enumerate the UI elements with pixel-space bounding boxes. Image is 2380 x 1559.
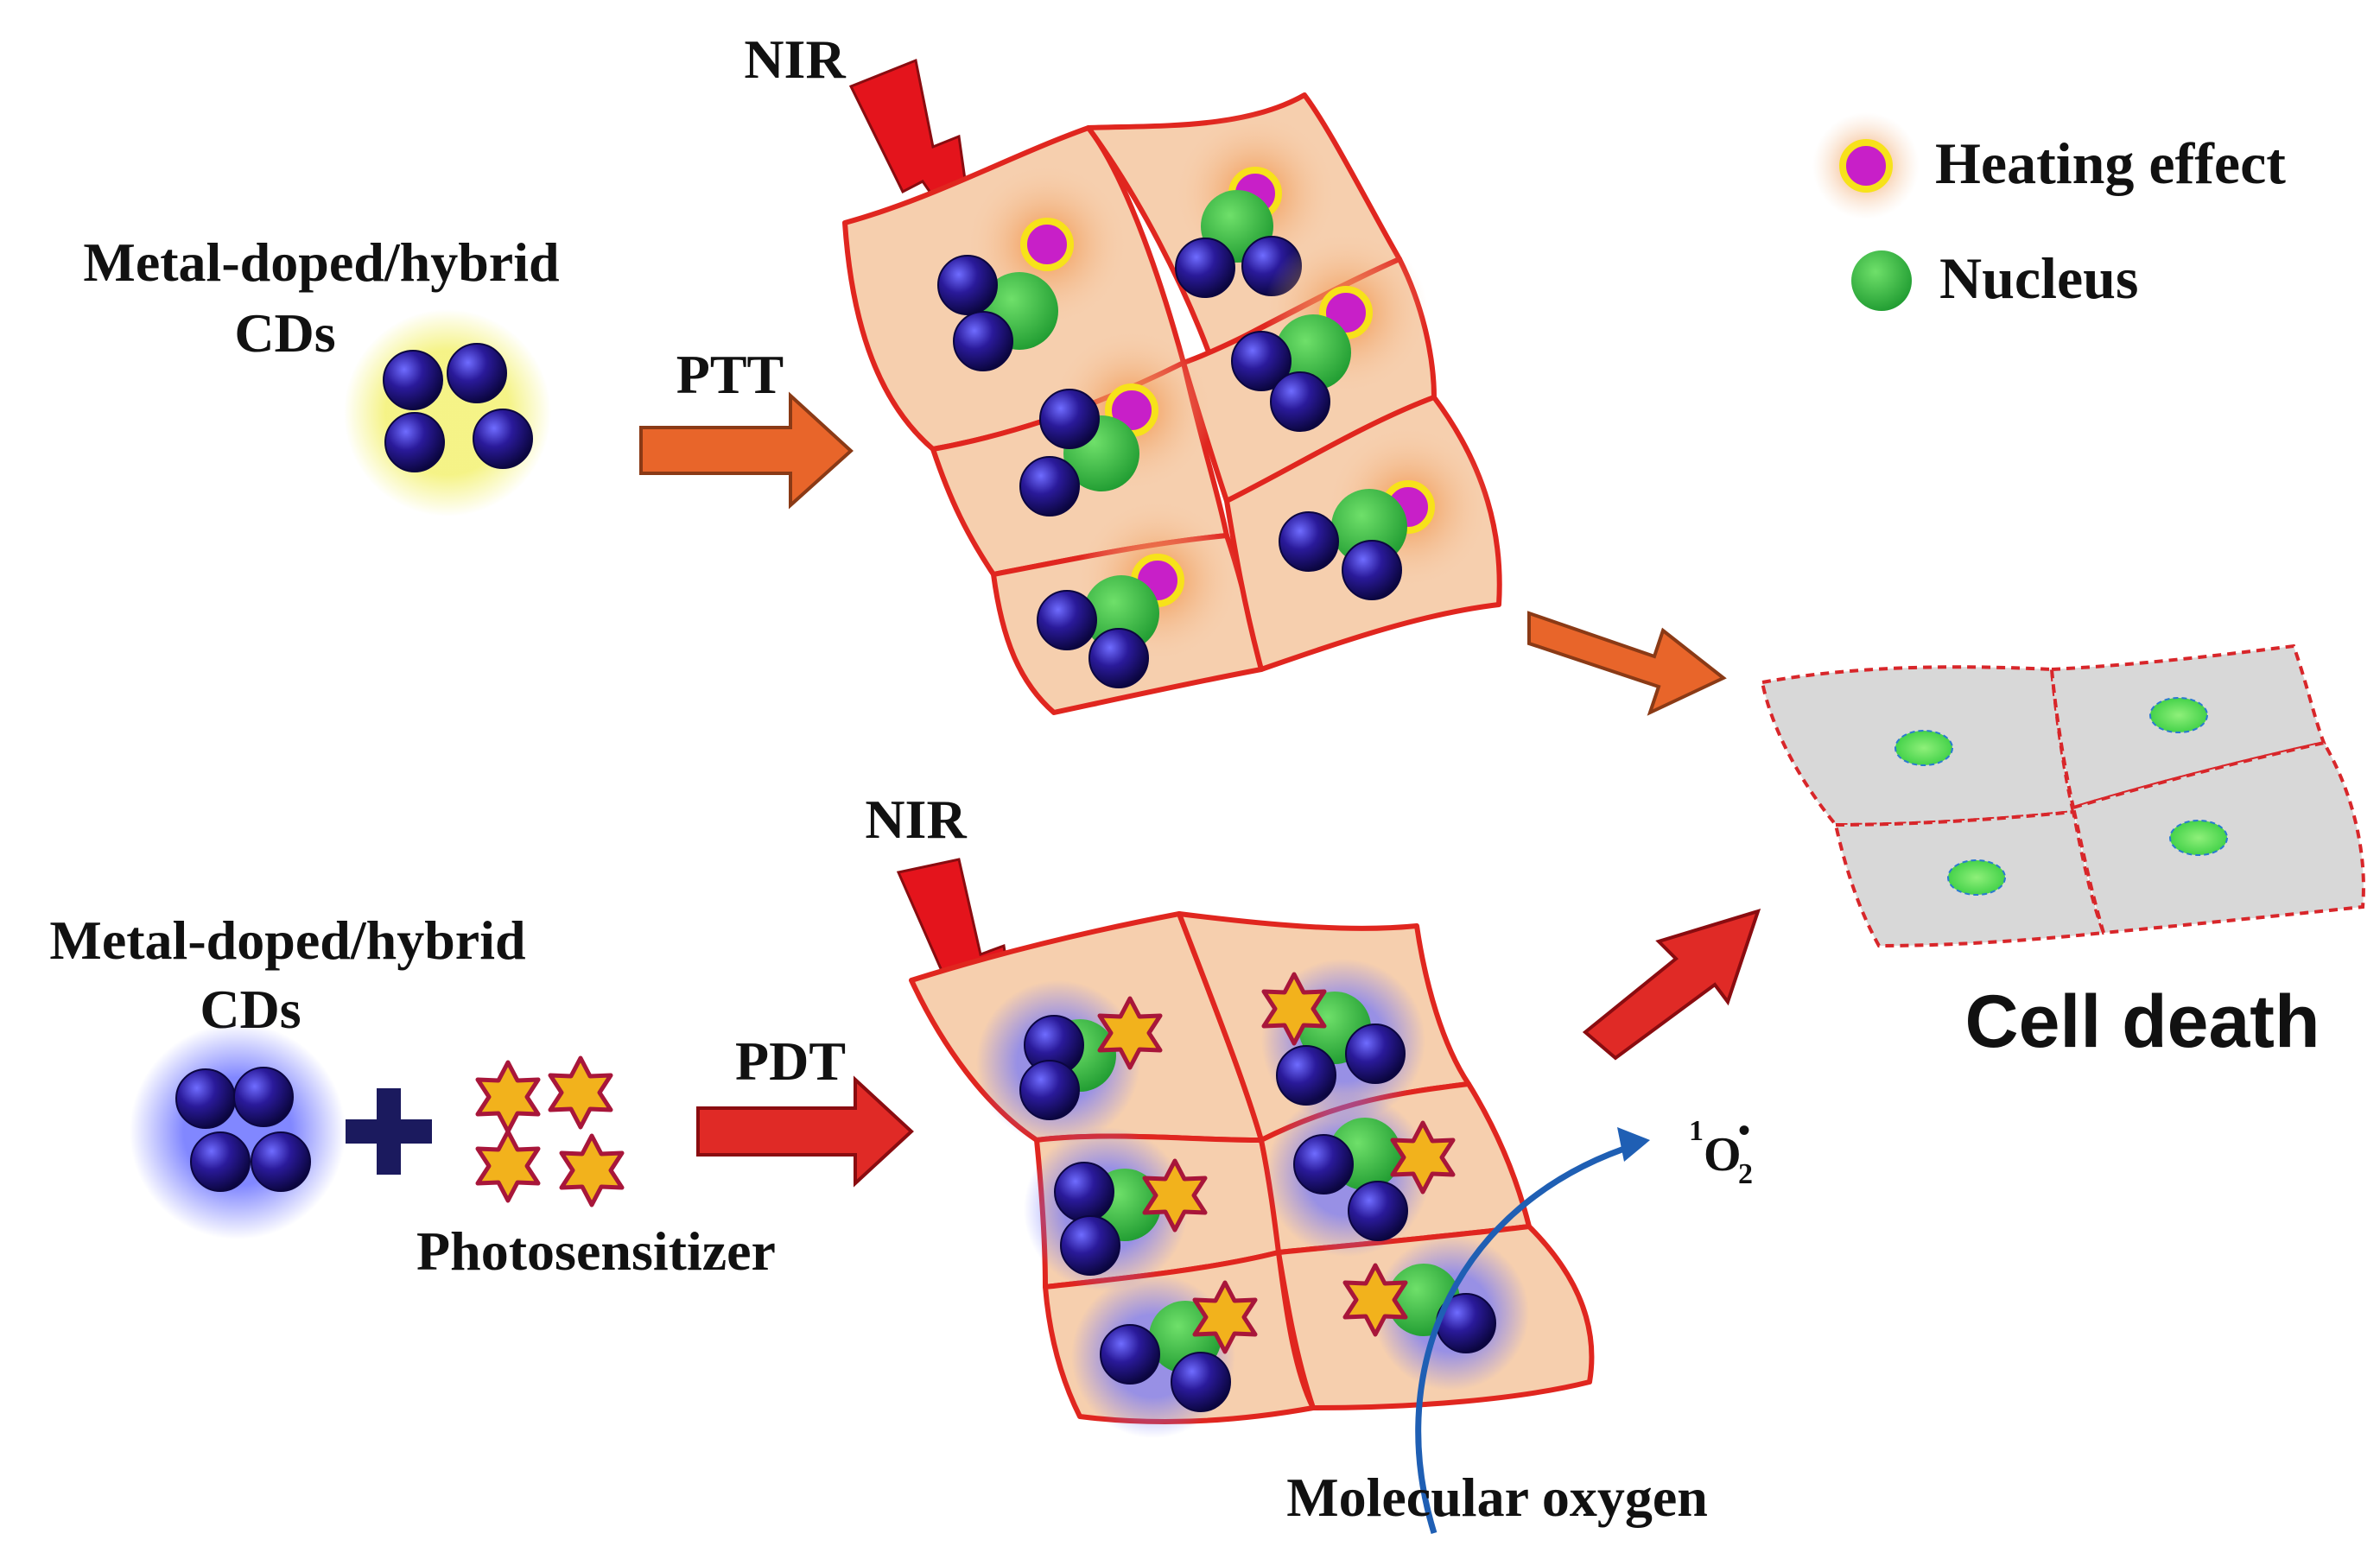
pdt-arrow [696,1075,914,1188]
legend: Heating effect Nucleus [1812,112,2286,311]
legend-heating-label: Heating effect [1935,130,2286,196]
ptt-arrow [639,391,854,510]
pdt-carbon-dots [130,1023,346,1239]
singlet-oxygen-superscript: 1 [1689,1115,1704,1147]
photosensitizer-label: Photosensitizer [416,1220,776,1282]
pdt-nir-label: NIR [865,789,967,850]
ptt-nir-label: NIR [744,29,846,90]
singlet-oxygen-radical: • [1738,1111,1750,1150]
dead-cell-cluster [1760,643,2365,948]
photosensitizer-stars [478,1058,622,1205]
legend-heating-icon [1812,112,1920,219]
singlet-oxygen-subscript: 2 [1738,1158,1753,1190]
singlet-oxygen-label: 1 O 2 • [1689,1111,1753,1190]
pdt-therapy-label: PDT [735,1030,846,1092]
ptt-cell-cluster [842,92,1502,715]
pdt-cell-cluster [909,911,1595,1438]
ptt-agent-label-line1: Metal-doped/hybrid [83,231,559,293]
plus-icon [346,1088,432,1175]
ptt-carbon-dots [344,309,551,516]
ptt-agent-label: Metal-doped/hybrid CDs [83,231,559,364]
pdt-agent-label-line1: Metal-doped/hybrid [49,909,525,971]
legend-nucleus-label: Nucleus [1939,245,2138,311]
molecular-oxygen-label: Molecular oxygen [1286,1467,1708,1528]
legend-nucleus-icon [1851,250,1912,311]
pdt-agent-label: Metal-doped/hybrid CDs [49,909,525,1040]
ptt-therapy-label: PTT [676,344,784,405]
ptt-agent-label-line2: CDs [234,302,335,364]
ptt-to-death-arrow [1527,611,1727,716]
singlet-oxygen-base: O [1704,1128,1742,1182]
cell-death-label: Cell death [1965,980,2320,1063]
pdt-to-death-arrow [1582,908,1761,1061]
oxygen-conversion-arrow [1415,1127,1650,1535]
